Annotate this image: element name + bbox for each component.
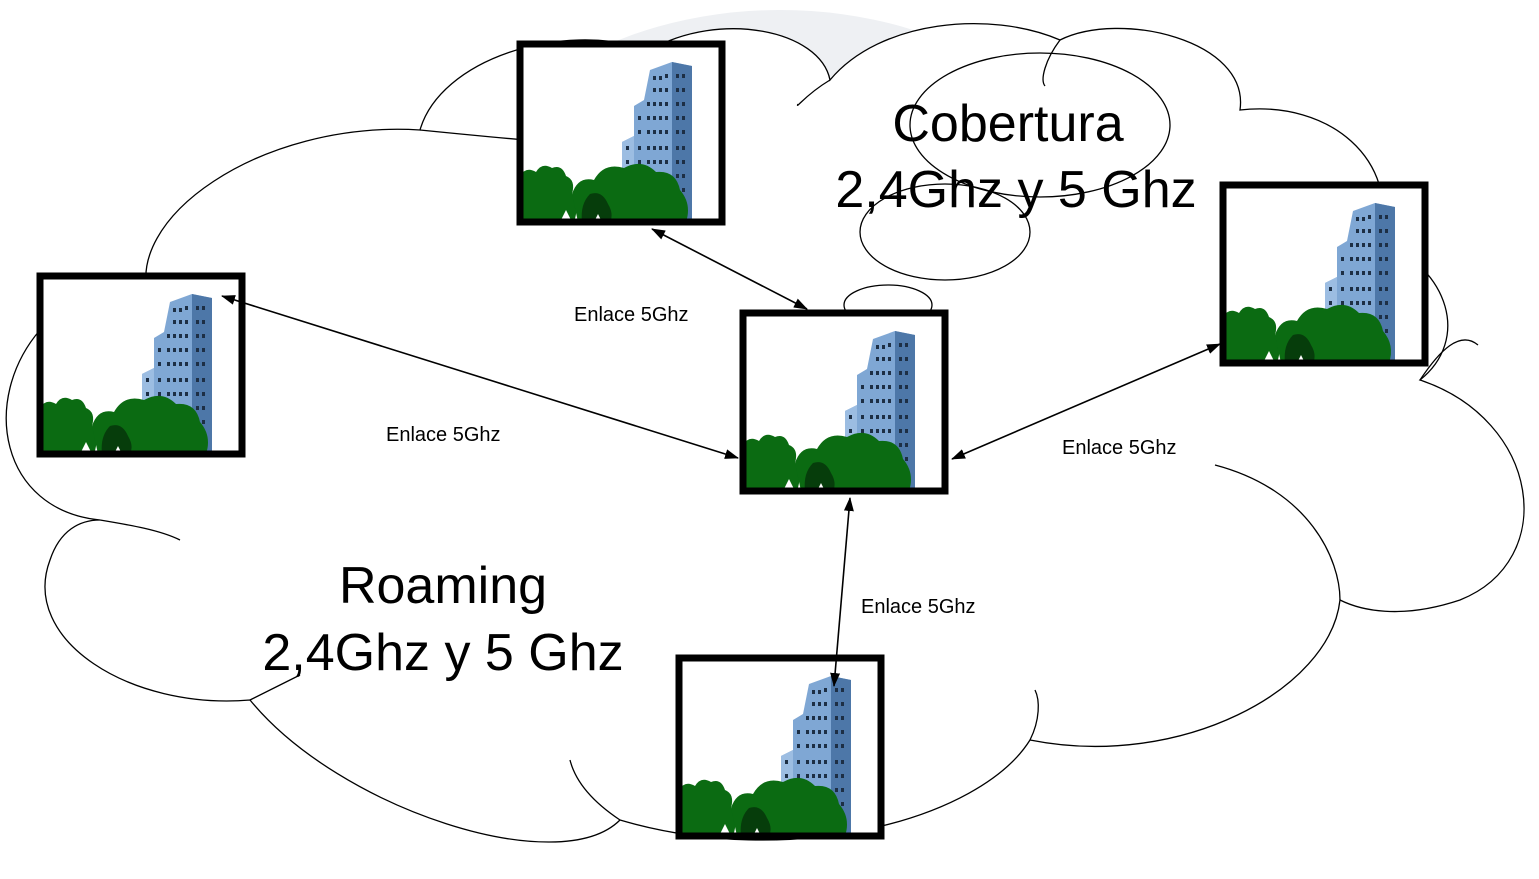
link-label-bottom: Enlace 5Ghz <box>861 596 976 618</box>
link-arrow-top <box>651 228 808 310</box>
building-right <box>1223 185 1425 363</box>
link-label-top: Enlace 5Ghz <box>574 304 689 326</box>
building-top <box>520 44 722 222</box>
link-arrow-bottom <box>830 497 854 687</box>
building-left <box>40 276 242 454</box>
roaming-title-line2: 2,4Ghz y 5 Ghz <box>262 624 623 682</box>
coverage-title-line1: Cobertura <box>892 95 1123 153</box>
link-arrow-right <box>951 343 1221 460</box>
roaming-title-line1: Roaming <box>339 557 547 615</box>
link-label-right: Enlace 5Ghz <box>1062 437 1177 459</box>
building-bottom <box>679 658 881 836</box>
link-label-left: Enlace 5Ghz <box>386 424 501 446</box>
coverage-title-line2: 2,4Ghz y 5 Ghz <box>835 161 1196 219</box>
building-center <box>743 313 945 491</box>
link-arrow-left <box>221 295 739 459</box>
